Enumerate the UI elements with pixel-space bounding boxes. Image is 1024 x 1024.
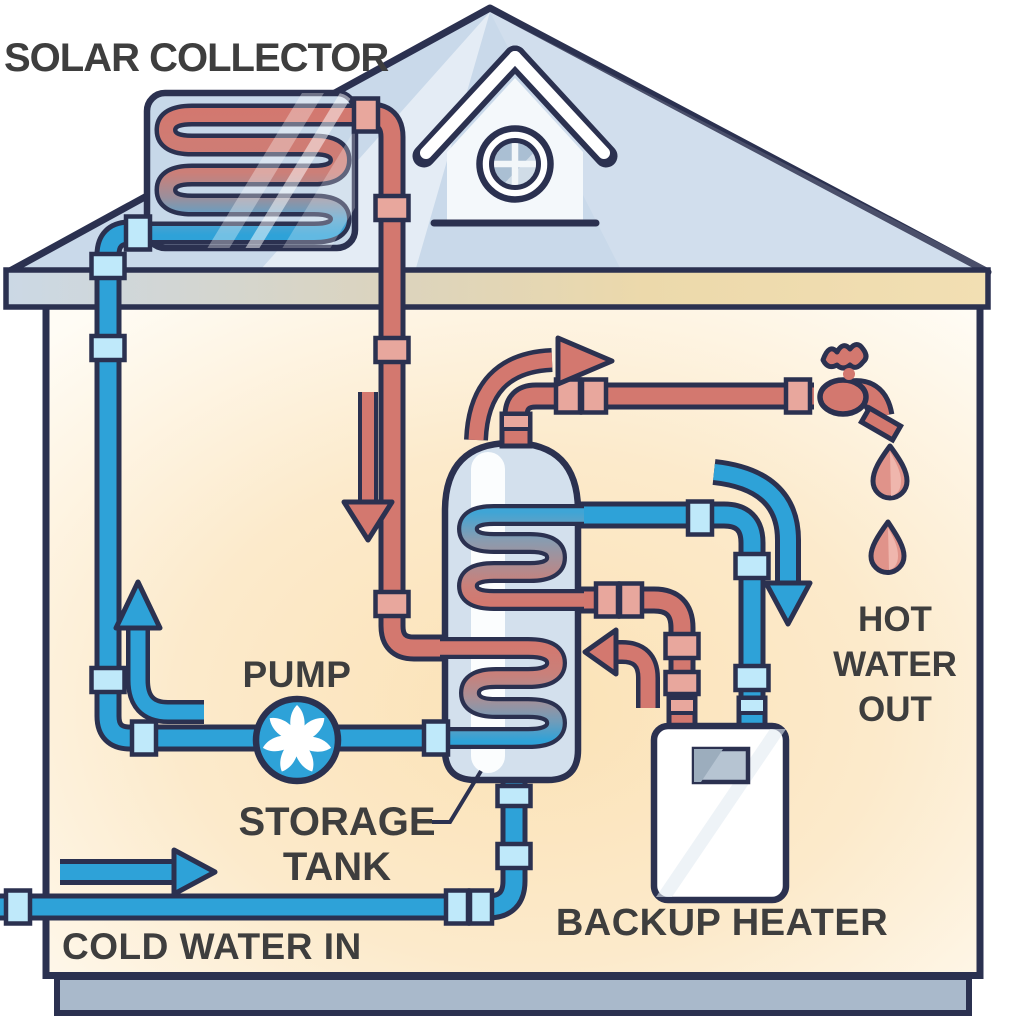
solar-collector-label: SOLAR COLLECTOR xyxy=(4,36,389,80)
cold-water-in-label: COLD WATER IN xyxy=(62,926,362,967)
tank-upper-coil xyxy=(461,508,584,607)
hot-water-out-label-line2: WATER xyxy=(833,645,957,684)
flow-arrows xyxy=(60,335,813,897)
hot-water-out-label-line3: OUT xyxy=(858,690,932,729)
flow-arrow-in-blue xyxy=(60,847,218,897)
flow-arrow-return-red xyxy=(582,627,660,708)
collector-glass xyxy=(205,93,355,248)
flow-arrow-up-blue xyxy=(113,579,204,724)
water-drop-icon xyxy=(868,519,907,575)
pump-icon xyxy=(252,695,342,785)
solar-collector-panel xyxy=(143,89,382,252)
backup-heater xyxy=(650,695,790,904)
house-wall xyxy=(42,305,984,979)
storage-tank-label-line2: TANK xyxy=(282,845,392,889)
faucet-handle-icon xyxy=(820,342,869,371)
impeller-icon xyxy=(262,705,332,772)
heater-to-tank-pipe xyxy=(570,591,691,716)
storage-tank xyxy=(440,411,584,784)
cold-return-pipe xyxy=(99,224,470,747)
flow-arrow-down-red xyxy=(341,392,395,543)
tank-lower-coil xyxy=(440,641,563,745)
collector-coil xyxy=(145,108,382,240)
foundation xyxy=(54,974,972,1016)
storage-tank-label-line1: STORAGE xyxy=(238,800,436,844)
flow-arrow-out-red xyxy=(464,335,615,441)
leader-line xyxy=(432,769,483,824)
storage-tank-label: STORAGE TANK xyxy=(238,800,435,890)
roof-eave xyxy=(3,267,991,310)
pump-label: PUMP xyxy=(242,654,352,695)
round-window-icon xyxy=(476,125,554,203)
faucet-icon xyxy=(817,342,905,444)
backup-heater-label: BACKUP HEATER xyxy=(555,902,889,944)
flow-arrow-down-blue xyxy=(712,459,813,627)
water-drop-icon xyxy=(870,443,910,501)
dormer xyxy=(412,45,618,227)
tank-to-heater-pipe xyxy=(570,506,761,716)
hot-water-out-label-line1: HOT xyxy=(858,600,932,639)
pipe-couplings xyxy=(3,96,813,926)
hot-water-out-label: HOT WATER OUT xyxy=(833,597,957,732)
heater-display xyxy=(691,746,751,785)
